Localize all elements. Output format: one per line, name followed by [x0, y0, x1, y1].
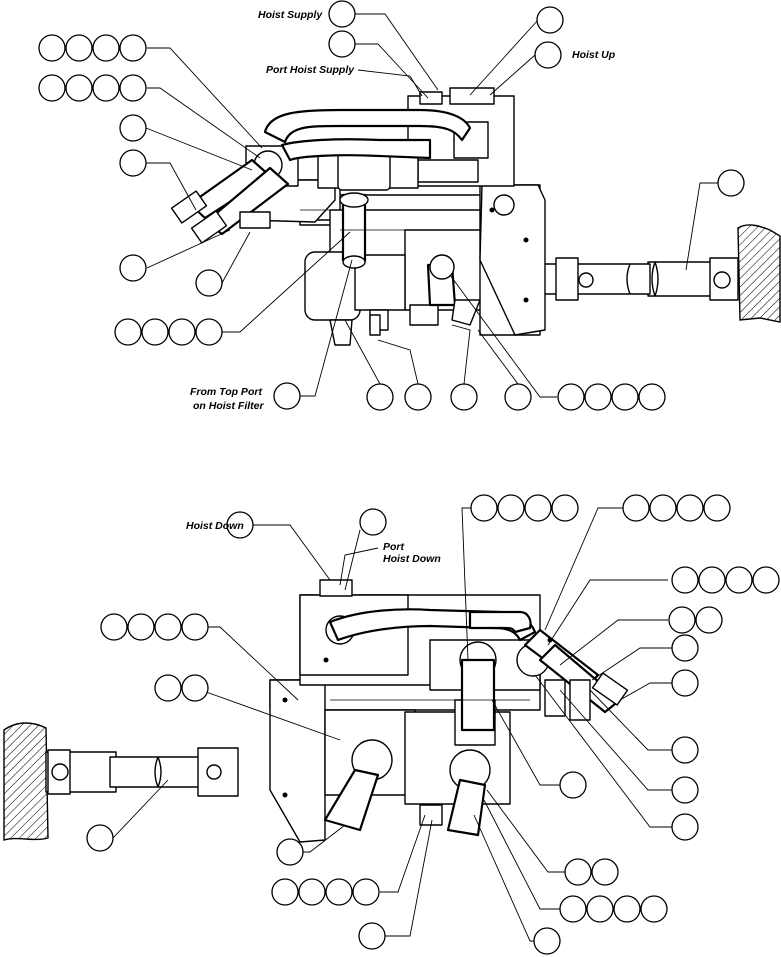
callout-balloon	[119, 114, 147, 142]
label-hoist-down: Hoist Down	[186, 520, 244, 532]
callout-balloon	[534, 41, 562, 69]
callout-balloon	[671, 736, 699, 764]
callout-balloon	[671, 669, 699, 697]
callout-balloon	[671, 813, 699, 841]
callout-balloon	[470, 494, 498, 522]
callout-balloon	[725, 566, 753, 594]
callout-balloon	[671, 776, 699, 804]
callout-balloon	[276, 838, 304, 866]
label-from-top-port: From Top Port	[190, 386, 262, 398]
callout-balloon	[168, 318, 196, 346]
callout-balloon	[119, 149, 147, 177]
top-assembly-view	[170, 87, 781, 346]
callout-balloon	[504, 383, 532, 411]
label-on-hoist-filter: on Hoist Filter	[193, 400, 264, 412]
callout-balloon	[119, 254, 147, 282]
callout-balloon	[752, 566, 780, 594]
callout-balloon	[622, 494, 650, 522]
callout-balloon	[195, 318, 223, 346]
callout-balloon	[450, 383, 478, 411]
callout-balloon	[38, 74, 66, 102]
callout-balloon	[611, 383, 639, 411]
hose-pump-outlet-2	[446, 778, 487, 837]
callout-balloon	[698, 566, 726, 594]
callout-balloon	[717, 169, 745, 197]
callout-balloon	[497, 494, 525, 522]
callout-balloon	[584, 383, 612, 411]
bottom-balloons	[86, 494, 780, 955]
callout-balloon	[524, 494, 552, 522]
callout-balloon	[328, 0, 356, 28]
top-leaders	[145, 13, 718, 398]
label-hoist-supply: Hoist Supply	[258, 9, 323, 21]
callout-balloon	[325, 878, 353, 906]
label-port-hoist-supply: Port Hoist Supply	[266, 64, 355, 76]
callout-balloon	[38, 34, 66, 62]
bottom-assembly-view	[3, 579, 629, 843]
callout-balloon	[557, 383, 585, 411]
callout-balloon	[559, 771, 587, 799]
callout-balloon	[92, 74, 120, 102]
callout-balloon	[127, 613, 155, 641]
callout-balloon	[533, 927, 561, 955]
callout-balloon	[668, 606, 696, 634]
label-port: Port	[383, 541, 405, 553]
callout-balloon	[119, 34, 147, 62]
callout-balloon	[671, 634, 699, 662]
callout-balloon	[328, 30, 356, 58]
callout-balloon	[536, 6, 564, 34]
callout-balloon	[703, 494, 731, 522]
callout-balloon	[640, 895, 668, 923]
callout-balloon	[141, 318, 169, 346]
callout-balloon	[638, 383, 666, 411]
callout-balloon	[366, 383, 394, 411]
callout-balloon	[119, 74, 147, 102]
callout-balloon	[649, 494, 677, 522]
label-port-hoist-down: Hoist Down	[383, 553, 441, 565]
callout-balloon	[613, 895, 641, 923]
driveshaft-right	[529, 257, 739, 301]
label-hoist-up: Hoist Up	[572, 49, 616, 61]
callout-balloon	[559, 895, 587, 923]
callout-balloon	[114, 318, 142, 346]
callout-balloon	[100, 613, 128, 641]
callout-balloon	[195, 269, 223, 297]
top-balloons	[38, 0, 745, 411]
callout-balloon	[359, 508, 387, 536]
callout-balloon	[695, 606, 723, 634]
callout-balloon	[358, 922, 386, 950]
callout-balloon	[671, 566, 699, 594]
callout-balloon	[564, 858, 592, 886]
driveshaft-left	[45, 747, 239, 797]
bottom-leaders	[112, 507, 672, 942]
frame-rail-top	[737, 224, 781, 323]
callout-balloon	[181, 674, 209, 702]
callout-balloon	[352, 878, 380, 906]
callout-balloon	[271, 878, 299, 906]
hose-pump-outlet-1	[323, 768, 380, 832]
callout-balloon	[298, 878, 326, 906]
callout-balloon	[92, 34, 120, 62]
callout-balloon	[591, 858, 619, 886]
callout-balloon	[404, 383, 432, 411]
callout-balloon	[181, 613, 209, 641]
callout-balloon	[65, 34, 93, 62]
callout-balloon	[586, 895, 614, 923]
callout-balloon	[273, 382, 301, 410]
callout-balloon	[86, 824, 114, 852]
callout-balloon	[154, 674, 182, 702]
callout-balloon	[676, 494, 704, 522]
callout-balloon	[226, 511, 254, 539]
callout-balloon	[65, 74, 93, 102]
callout-balloon	[154, 613, 182, 641]
hose-hoist-supply-top	[263, 108, 472, 144]
callout-balloon	[551, 494, 579, 522]
frame-rail-bottom	[3, 722, 49, 841]
hose-bottom-center	[460, 658, 496, 732]
